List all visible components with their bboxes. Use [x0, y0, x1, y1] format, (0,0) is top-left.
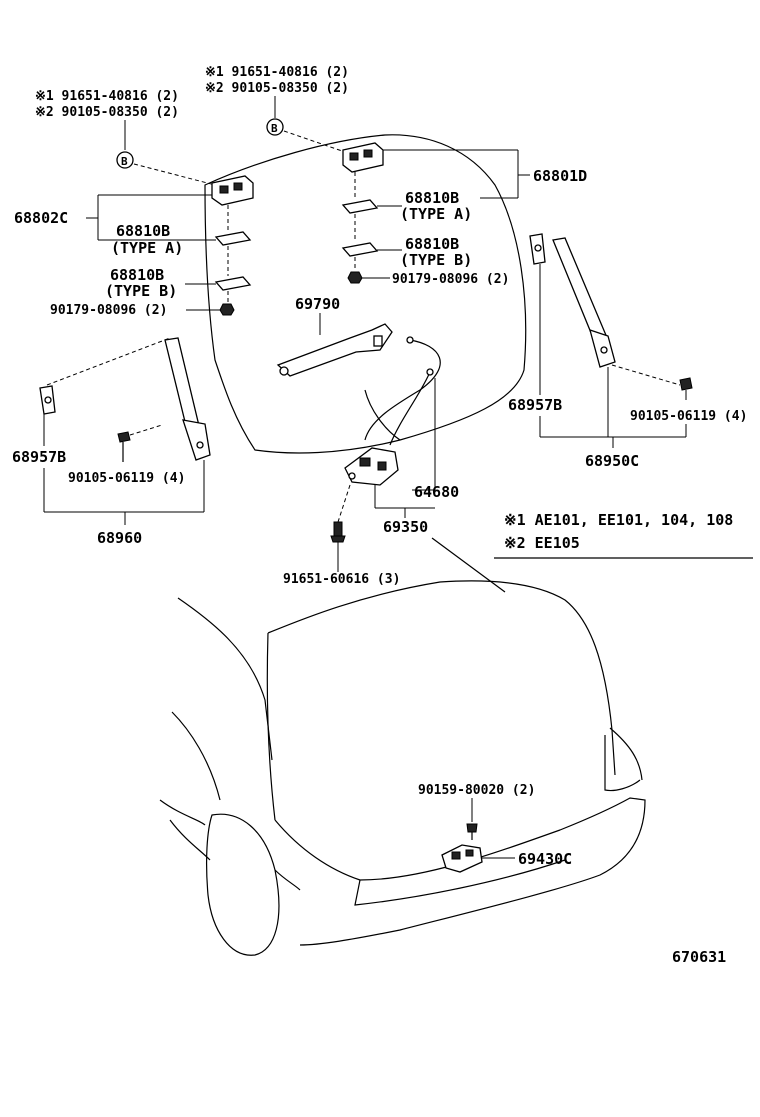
cable-icon: [364, 336, 441, 446]
nut-left-icon: [219, 303, 235, 316]
shim-right-b-icon: [341, 242, 379, 257]
label-screw-right: 90105-06119 (4): [630, 409, 747, 424]
label-striker-screw: 90159-80020 (2): [418, 783, 535, 798]
nut-right-icon: [347, 271, 363, 284]
screw-right-icon: [679, 377, 693, 391]
label-shim-right-b: 68810B: [405, 235, 459, 253]
label-hinge-right: 68801D: [533, 167, 587, 185]
hinge-right-icon: [342, 142, 384, 173]
label-type-a-left: (TYPE A): [111, 239, 183, 257]
label-handle: 69790: [295, 295, 340, 313]
bolt-marker-mid: B: [266, 118, 284, 136]
diagram-number: 670631: [672, 948, 726, 966]
striker-icon: [441, 844, 483, 873]
label-shim-left-b: 68810B: [110, 266, 164, 284]
label-type-b-left: (TYPE B): [105, 282, 177, 300]
legend-line-1: ※1 AE101, EE101, 104, 108: [504, 511, 733, 529]
shim-left-a-icon: [214, 231, 252, 246]
label-lock-bolt: 91651-60616 (3): [283, 572, 400, 587]
note-top-mid-2: ※2 90105-08350 (2): [205, 81, 349, 96]
stay-left-ball-icon: [39, 385, 56, 415]
stay-right-ball-icon: [529, 233, 546, 265]
legend-line-2: ※2 EE105: [504, 534, 580, 552]
svg-text:B: B: [121, 155, 128, 168]
handle-icon: [276, 323, 393, 377]
vehicle-rear-outline: [159, 537, 646, 956]
label-stay-assy-right: 68950C: [585, 452, 639, 470]
striker-screw-icon: [466, 823, 478, 840]
svg-text:B: B: [271, 122, 278, 135]
shim-left-b-icon: [214, 276, 252, 291]
label-shim-right-a: 68810B: [405, 189, 459, 207]
label-stay-left: 68957B: [12, 448, 66, 466]
label-striker: 69430C: [518, 850, 572, 868]
label-shim-left-a: 68810B: [116, 222, 170, 240]
note-top-mid-1: ※1 91651-40816 (2): [205, 65, 349, 80]
back-door-outline: [204, 134, 527, 454]
label-type-a-right: (TYPE A): [400, 205, 472, 223]
label-stay-right: 68957B: [508, 396, 562, 414]
label-lock-assembly: 69350: [383, 518, 428, 536]
label-type-b-right: (TYPE B): [400, 251, 472, 269]
stay-right-icon: [552, 237, 616, 368]
lock-bolt-icon: [330, 521, 346, 543]
note-top-left-1: ※1 91651-40816 (2): [35, 89, 179, 104]
label-cable: 64680: [414, 483, 459, 501]
label-screw-left: 90105-06119 (4): [68, 471, 185, 486]
bolt-marker-left: B: [116, 151, 134, 169]
stay-left-icon: [164, 337, 211, 461]
label-stay-assy-left: 68960: [97, 529, 142, 547]
hinge-left-icon: [211, 175, 254, 206]
lock-assembly-icon: [344, 447, 399, 486]
shim-right-a-icon: [341, 199, 379, 214]
label-hinge-left: 68802C: [14, 209, 68, 227]
note-top-left-2: ※2 90105-08350 (2): [35, 105, 179, 120]
screw-left-icon: [117, 431, 131, 462]
label-nut-left: 90179-08096 (2): [50, 303, 167, 318]
label-nut-right: 90179-08096 (2): [392, 272, 509, 287]
